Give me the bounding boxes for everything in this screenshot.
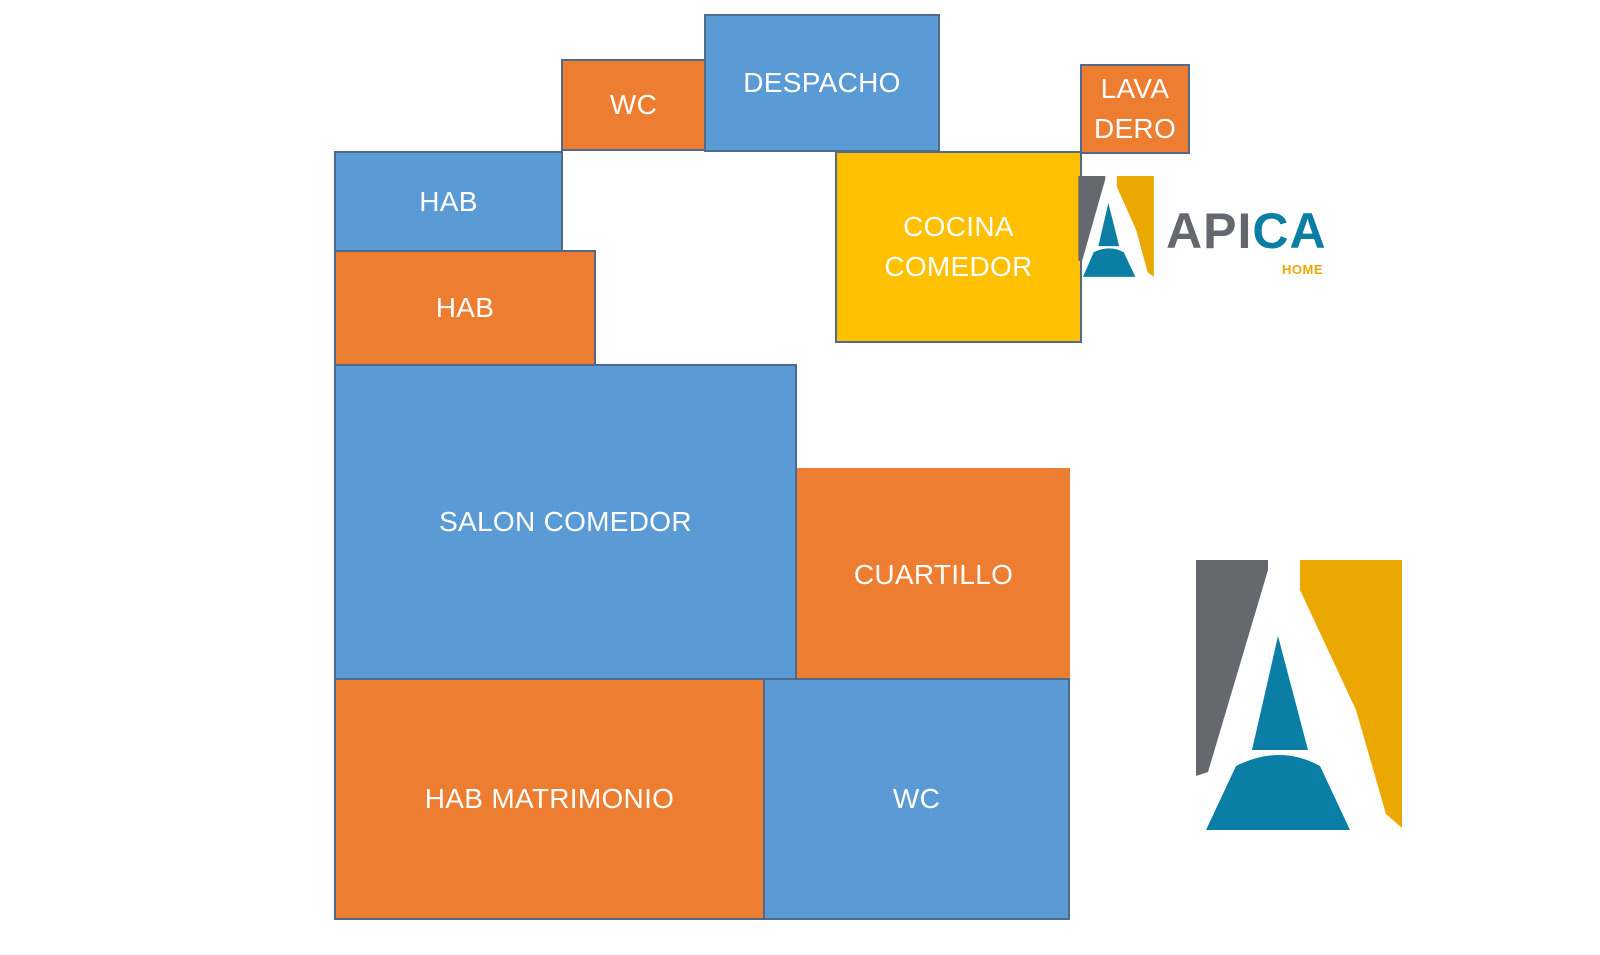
room-hab-2: HAB (334, 250, 596, 366)
room-cocina-comedor: COCINA COMEDOR (835, 151, 1082, 343)
brand-word-grey-2: I (1237, 203, 1253, 259)
room-hab-matrimonio: HAB MATRIMONIO (334, 678, 765, 920)
room-label: WC (892, 783, 941, 814)
brand-word-teal: CA (1252, 203, 1327, 259)
room-salon-comedor: SALON COMEDOR (334, 364, 797, 680)
brand-word-grey: AP (1166, 203, 1238, 259)
room-despacho: DESPACHO (704, 14, 940, 152)
room-label: HAB MATRIMONIO (424, 783, 675, 814)
room-label: COCINA COMEDOR (884, 211, 1033, 282)
apica-emblem-icon (1078, 176, 1154, 277)
apica-large-emblem (1196, 560, 1402, 830)
room-lavadero: LAVA DERO (1080, 64, 1190, 154)
room-label: CUARTILLO (853, 558, 1014, 590)
room-label: LAVA DERO (1093, 73, 1177, 144)
room-hab-1: HAB (334, 151, 563, 252)
apica-emblem-icon (1196, 560, 1402, 830)
room-wc-top: WC (561, 59, 706, 151)
brand-subtitle: HOME (1282, 262, 1323, 277)
room-label: HAB (419, 185, 478, 217)
room-label: WC (609, 89, 658, 120)
room-cuartillo: CUARTILLO (797, 468, 1070, 681)
room-label: SALON COMEDOR (439, 506, 692, 537)
brand-wordmark: APICA (1166, 206, 1327, 256)
apica-home-logo: APICA HOME (1076, 176, 1336, 288)
room-label: HAB (435, 292, 495, 323)
room-wc-bottom: WC (763, 678, 1070, 920)
room-label: DESPACHO (743, 67, 901, 98)
